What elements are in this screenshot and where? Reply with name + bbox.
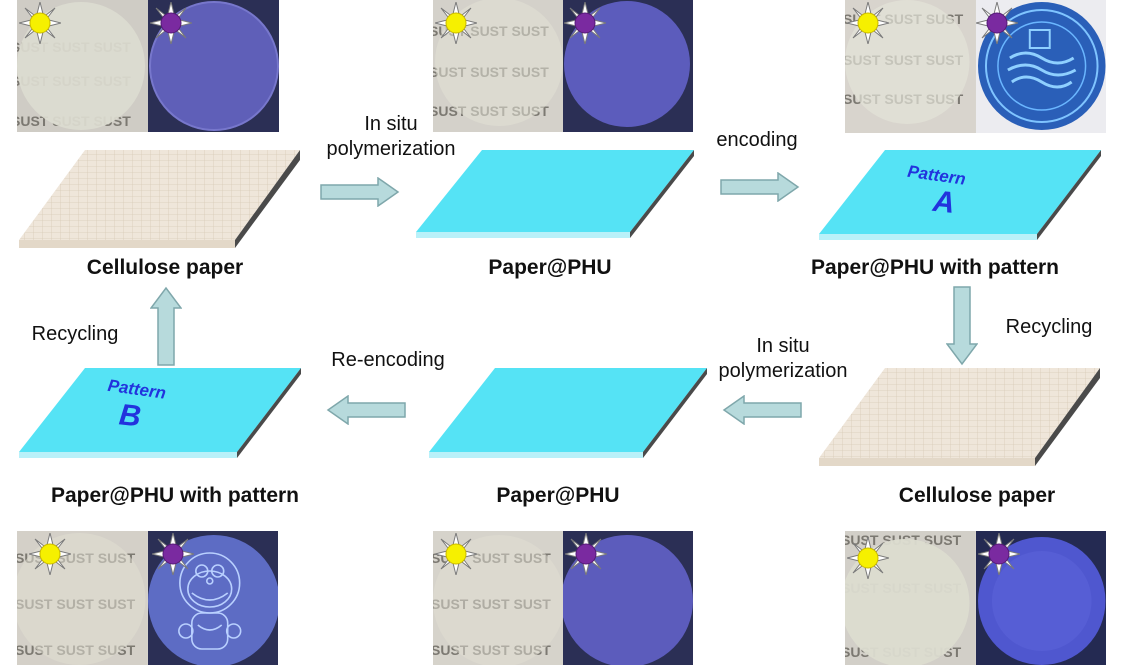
daylight-photo: SUST SUST SUST SUST SUST SUST SUST SUST …: [433, 531, 563, 665]
step-in-situ-top: In situ polymerization: [320, 112, 462, 162]
sun-icon: [435, 2, 477, 44]
phu-pattern-sheet-top: Pattern A: [819, 150, 1101, 240]
phu-sheet-top: [416, 150, 694, 238]
arrow-left-icon: [326, 395, 406, 425]
uv-light-icon: [150, 2, 192, 44]
pattern-b-letter: B: [118, 398, 143, 433]
daylight-photo: SUST SUST SUST SUST SUST SUST SUST SUST …: [17, 531, 148, 665]
pattern-a-letter: A: [930, 185, 956, 220]
photo-cellulose-bottom: SUST SUST SUST SUST SUST SUST SUST SUST …: [845, 531, 1106, 665]
sun-icon: [29, 533, 71, 575]
label-paper-phu-pattern-top: Paper@PHU with pattern: [810, 256, 1059, 279]
step-recycling-right: Recycling: [988, 315, 1110, 340]
uv-light-icon: [564, 2, 606, 44]
sun-icon: [435, 533, 477, 575]
label-paper-phu-top: Paper@PHU: [488, 256, 612, 279]
arrow-left-icon: [722, 395, 802, 425]
phu-pattern-sheet-bottom: Pattern B: [19, 368, 301, 458]
sun-icon: [847, 537, 889, 579]
step-text: Recycling: [31, 323, 119, 345]
photo-phu-pattern-bottom: SUST SUST SUST SUST SUST SUST SUST SUST …: [17, 531, 278, 665]
step-encoding: encoding: [702, 128, 812, 153]
uv-photo: [563, 531, 693, 665]
label-cellulose-paper-top: Cellulose paper: [86, 256, 244, 279]
photo-phu-pattern-top: SUST SUST SUST SUST SUST SUST SUST SUST …: [845, 0, 1106, 133]
step-text: encoding: [716, 129, 798, 151]
daylight-photo: SUST SUST SUST SUST SUST SUST SUST SUST …: [17, 0, 148, 132]
sun-icon: [847, 2, 889, 44]
uv-light-icon: [976, 2, 1018, 44]
uv-seal-pattern: [984, 9, 1099, 123]
phu-sheet-bottom: [429, 368, 707, 458]
step-recycling-left: Recycling: [14, 322, 136, 347]
uv-light-icon: [565, 533, 607, 575]
step-re-encoding: Re-encoding: [310, 348, 466, 373]
label-paper-phu-bottom: Paper@PHU: [496, 484, 620, 507]
uv-cartoon-pattern: [177, 552, 241, 650]
arrow-down-icon: [946, 286, 978, 366]
arrow-up-icon: [150, 286, 182, 366]
label-cellulose-paper-bottom: Cellulose paper: [898, 484, 1056, 507]
cellulose-sheet-bottom: [819, 368, 1100, 466]
step-text: polymerization: [718, 360, 848, 382]
step-text: Re-encoding: [331, 349, 445, 371]
step-text: In situ: [364, 113, 418, 135]
sun-icon: [19, 2, 61, 44]
cellulose-sheet-top: [19, 150, 300, 248]
step-in-situ-bottom: In situ polymerization: [697, 334, 869, 384]
step-text: Recycling: [1005, 316, 1093, 338]
photo-cellulose-top: SUST SUST SUST SUST SUST SUST SUST SUST …: [17, 0, 279, 132]
photo-phu-top: SUST SUST SUST SUST SUST SUST SUST SUST …: [433, 0, 693, 132]
uv-light-icon: [152, 533, 194, 575]
photo-phu-bottom: SUST SUST SUST SUST SUST SUST SUST SUST …: [433, 531, 693, 665]
uv-light-icon: [978, 533, 1020, 575]
arrow-right-icon: [720, 172, 800, 202]
step-text: In situ: [756, 335, 810, 357]
step-text: polymerization: [326, 138, 456, 160]
label-paper-phu-pattern-bottom: Paper@PHU with pattern: [50, 484, 299, 507]
arrow-right-icon: [320, 177, 400, 207]
